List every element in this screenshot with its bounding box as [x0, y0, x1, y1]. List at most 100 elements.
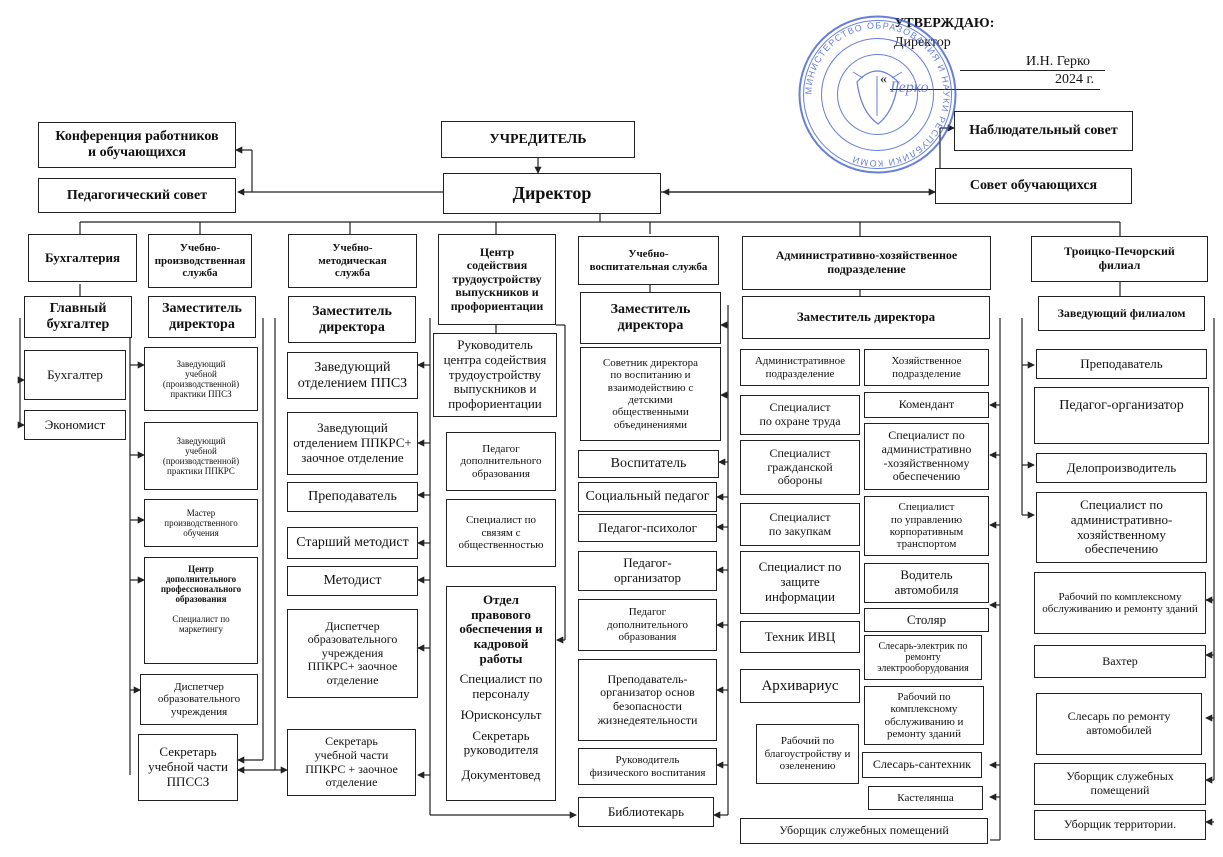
methodical-dispatcher: Диспетчер образовательного учреждения ПП… [287, 609, 418, 698]
student-council-box: Совет обучающихся [935, 168, 1132, 204]
branch-teacher-label: Преподаватель [1080, 355, 1163, 371]
production-deputy-box: Заместитель директора [148, 296, 256, 338]
branch-header: Троицко-Печорский филиал [1031, 236, 1208, 282]
admin-cleaner-label: Уборщик служебных помещений [779, 823, 949, 838]
employment-ped-dop-label: Педагог дополнительного образования [460, 442, 542, 480]
branch-maintenance: Рабочий по комплексному обслуживанию и р… [1034, 572, 1206, 634]
conference-box: Конференция работников и обучающихся [38, 122, 236, 168]
methodical-teacher: Преподаватель [287, 482, 418, 512]
methodical-head-ppsz-label: Заведующий отделением ППСЗ [297, 359, 408, 391]
supervisory-label: Наблюдательный совет [969, 123, 1118, 139]
linen-keeper: Кастелянша [868, 786, 983, 810]
info-security: Специалист по защите информации [740, 551, 860, 614]
senior-methodist-label: Старший методист [296, 535, 409, 551]
legal-title: Отдел правового обеспечения и кадровой р… [459, 592, 543, 666]
admin-ahs-specialist-label: Специалист по административно -хозяйстве… [881, 428, 972, 484]
signature: Герко [889, 79, 929, 96]
approval-title: УТВЕРЖДАЮ: [894, 16, 995, 31]
ped-council-box: Педагогический совет [38, 178, 236, 213]
branch-clerk-label: Делопроизводитель [1066, 459, 1177, 475]
production-head-ppkrs: Заведующий учебной (производственной) пр… [144, 422, 258, 490]
chief-accountant-box: Главный бухгалтер [24, 296, 132, 338]
branch-maintenance-label: Рабочий по комплексному обслуживанию и р… [1042, 590, 1198, 615]
cdpo-box: Центр дополнительного профессионального … [144, 557, 258, 664]
production-dispatcher: Диспетчер образовательного учреждения [140, 674, 258, 725]
production-head-ppsz: Заведующий учебной (производственной) пр… [144, 347, 258, 411]
branch-head: Заведующий филиалом [1038, 296, 1205, 331]
upbringing-organizer-label: Педагог- организатор [613, 555, 682, 585]
chief-accountant-label: Главный бухгалтер [46, 301, 110, 332]
legal-secretary: Секретарь руководителя [463, 727, 539, 758]
household-unit-label: Хозяйственное подразделение [891, 355, 962, 380]
approval-date-year: 2024 г. [1055, 72, 1095, 87]
branch-organizer: Педагог-организатор [1034, 387, 1209, 444]
employment-ped-dop: Педагог дополнительного образования [446, 432, 556, 491]
procurement: Специалист по закупкам [740, 503, 860, 546]
accounting-header: Бухгалтерия [28, 234, 137, 282]
car-mechanic: Слесарь по ремонту автомобилей [1036, 693, 1202, 755]
methodical-head-ppkrs: Заведующий отделением ППКРС+ заочное отд… [287, 412, 418, 475]
social-pedagogue-label: Социальный педагог [585, 489, 710, 505]
methodical-header-label: Учебно- методическая служба [318, 242, 387, 280]
production-master-label: Мастер производственного обучения [164, 507, 238, 539]
psychologist: Педагог-психолог [578, 514, 717, 542]
upbringing-organizer: Педагог- организатор [578, 551, 717, 591]
upbringing-deputy: Заместитель директора [580, 292, 721, 344]
labor-safety: Специалист по охране труда [740, 395, 860, 435]
commandant-label: Комендант [898, 397, 955, 412]
civil-defense-label: Специалист гражданской обороны [767, 446, 833, 488]
founder-box: УЧРЕДИТЕЛЬ [441, 121, 635, 158]
admin-header: Административно-хозяйственное подразделе… [742, 236, 991, 290]
educator-label: Воспитатель [610, 456, 687, 472]
production-header-label: Учебно- производственная служба [154, 242, 246, 280]
carpenter: Столяр [864, 608, 989, 632]
branch-watchman: Вахтер [1034, 645, 1206, 678]
pe-head: Руководитель физического воспитания [578, 748, 717, 785]
admin-cleaner: Уборщик служебных помещений [740, 818, 988, 844]
legal-department: Отдел правового обеспечения и кадровой р… [446, 586, 556, 801]
driver-label: Водитель автомобиля [894, 567, 959, 597]
production-header: Учебно- производственная служба [148, 234, 252, 288]
branch-organizer-label: Педагог-организатор [1059, 398, 1184, 413]
accounting-header-label: Бухгалтерия [45, 249, 120, 265]
branch-clerk: Делопроизводитель [1036, 453, 1207, 483]
transport-specialist-label: Специалист по управлению корпоративным т… [889, 501, 964, 551]
approval-date-prefix: « [880, 72, 887, 87]
methodist: Методист [287, 566, 418, 596]
household-unit: Хозяйственное подразделение [864, 349, 989, 386]
upbringing-ped-dop: Педагог дополнительного образования [578, 599, 717, 651]
accountant-label: Бухгалтер [47, 366, 103, 382]
approval-position: Директор [894, 35, 951, 50]
admin-maintenance: Рабочий по комплексному обслуживанию и р… [864, 686, 984, 745]
director-label: Директор [512, 183, 592, 204]
commandant: Комендант [864, 392, 989, 418]
landscaping-worker-label: Рабочий по благоустройству и озеленению [764, 735, 851, 773]
branch-ahs-specialist: Специалист по административно- хозяйстве… [1036, 492, 1207, 563]
ped-council-label: Педагогический совет [66, 187, 208, 203]
conference-label: Конференция работников и обучающихся [55, 129, 219, 160]
librarian-label: Библиотекарь [607, 803, 685, 819]
senior-methodist: Старший методист [287, 527, 418, 559]
cdpo-title: Центр дополнительного профессионального … [160, 564, 242, 605]
date-line [890, 89, 1100, 90]
obzh-teacher-label: Преподаватель- организатор основ безопас… [597, 671, 698, 727]
public-relations-label: Специалист по связям с общественностью [458, 514, 544, 552]
labor-safety-label: Специалист по охране труда [759, 400, 841, 428]
accountant-box: Бухгалтер [24, 350, 126, 400]
plumber-label: Слесарь-сантехник [872, 757, 972, 772]
approval-block: УТВЕРЖДАЮ: Директор И.Н. Герко « 2024 г. [880, 16, 1110, 96]
signature-line [960, 70, 1105, 71]
admin-header-label: Административно-хозяйственное подразделе… [775, 248, 958, 276]
branch-watchman-label: Вахтер [1102, 653, 1138, 668]
production-secretary-label: Секретарь учебной части ППССЗ [148, 744, 228, 789]
branch-office-cleaner: Уборщик служебных помещений [1034, 763, 1206, 805]
cdpo-marketing: Специалист по маркетингу [172, 613, 230, 634]
admin-deputy-label: Заместитель директора [796, 309, 936, 325]
car-mechanic-label: Слесарь по ремонту автомобилей [1067, 709, 1171, 737]
archivist: Архивариус [740, 669, 860, 703]
admin-maintenance-label: Рабочий по комплексному обслуживанию и р… [884, 690, 964, 740]
methodical-deputy-label: Заместитель директора [312, 303, 392, 335]
social-pedagogue: Социальный педагог [578, 482, 717, 512]
production-master: Мастер производственного обучения [144, 499, 258, 547]
